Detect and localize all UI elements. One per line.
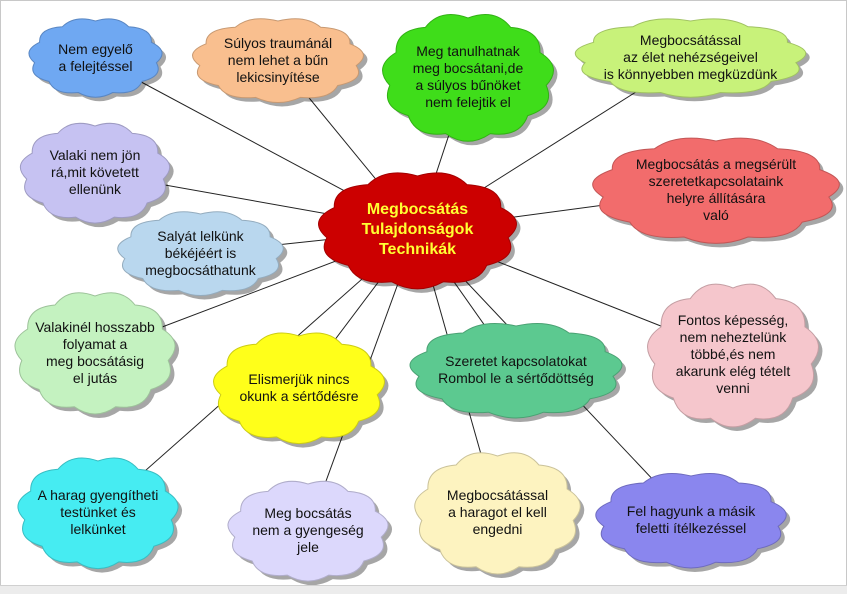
node-label: Súlyos traumánál nem lehet a bűn lekicsi… xyxy=(223,34,333,85)
central-node: Megbocsátás Tulajdonságok Technikák xyxy=(318,170,521,293)
node-important-ability: Fontos képesség, nem neheztelünk többé,é… xyxy=(647,282,823,431)
cloud-shape xyxy=(227,480,393,586)
node-let-go-anger: Megbocsátással a haragot el kell engedni xyxy=(414,450,585,579)
cloud-shape xyxy=(595,472,791,572)
node-label: Nem egyelő a felejtéssel xyxy=(58,40,133,74)
node-label: Valaki nem jön rá,mit követett ellenünk xyxy=(49,147,141,197)
cloud-body xyxy=(28,18,163,98)
cloud-shape xyxy=(117,211,288,300)
node-label: Fel hagyunk a másik feletti ítélkezéssel xyxy=(626,503,756,536)
cloud-shape xyxy=(574,18,810,102)
cloud-body xyxy=(414,452,581,575)
node-learn-to-forgive: Meg tanulhatnak meg bocsátani,de a súlyo… xyxy=(382,12,558,146)
node-restore-relationships: Megbocsátás a megsérült szeretetkapcsola… xyxy=(592,135,844,248)
node-label: Meg bocsátás nem a gyengeség jele xyxy=(252,505,364,555)
node-label: Fontos képesség, nem neheztelünk többé,é… xyxy=(675,312,791,396)
cloud-shape xyxy=(14,292,180,419)
cloud-body xyxy=(19,122,171,224)
node-longer-process: Valakinél hosszabb folyamat a meg bocsát… xyxy=(14,290,180,419)
horizontal-scrollbar[interactable] xyxy=(0,585,847,594)
cloud-shape xyxy=(213,332,389,448)
cloud-shape xyxy=(382,14,558,146)
cloud-body xyxy=(117,211,284,296)
node-severe-trauma: Súlyos traumánál nem lehet a bűn lekicsi… xyxy=(192,15,368,107)
cloud-body xyxy=(213,332,385,445)
cloud-shape xyxy=(17,457,183,573)
node-label: Salyát lelkünk békéjéért is megbocsáthat… xyxy=(145,227,256,278)
node-label: Valakinél hosszabb folyamat a meg bocsát… xyxy=(35,318,155,386)
cloud-body xyxy=(595,472,787,569)
cloud-body xyxy=(227,480,389,582)
node-anger-weakens: A harag gyengítheti testünket és lelkünk… xyxy=(17,455,183,573)
node-label: Elismerjük nincs okunk a sértődésre xyxy=(239,370,359,404)
node-resentment-destroys: Szeretet kapcsolatokat Rombol le a sértő… xyxy=(409,320,626,422)
central-cloud-shape xyxy=(318,172,521,293)
cloud-body xyxy=(382,14,554,142)
cloud-shape xyxy=(409,322,626,422)
cloud-body xyxy=(409,322,623,419)
node-peace-of-soul: Salyát lelkünk békéjéért is megbocsáthat… xyxy=(117,208,288,300)
node-no-reason-offense: Elismerjük nincs okunk a sértődésre xyxy=(213,330,389,448)
node-life-difficulties: Megbocsátással az élet nehézségeivel is … xyxy=(574,15,810,102)
central-node-label: Megbocsátás Tulajdonságok Technikák xyxy=(361,201,474,258)
cloud-shape xyxy=(192,18,368,107)
node-label: Megbocsátás a megsérült szeretetkapcsola… xyxy=(635,156,797,223)
node-label: Megbocsátással az élet nehézségeivel is … xyxy=(603,32,778,82)
cloud-shape xyxy=(647,283,823,431)
cloud-body xyxy=(574,18,807,98)
node-label: Szeretet kapcsolatokat Rombol le a sértő… xyxy=(438,353,594,386)
cloud-body xyxy=(647,283,819,428)
cloud-body xyxy=(17,457,179,570)
node-stop-judging: Fel hagyunk a másik feletti ítélkezéssel xyxy=(595,470,791,572)
node-not-realize: Valaki nem jön rá,mit követett ellenünk xyxy=(19,120,174,228)
node-label: Meg tanulhatnak meg bocsátani,de a súlyo… xyxy=(412,43,524,110)
cloud-body xyxy=(592,137,840,244)
cloud-body xyxy=(14,292,176,415)
node-label: A harag gyengítheti testünket és lelkünk… xyxy=(37,487,159,537)
cloud-shape xyxy=(28,18,167,102)
cloud-shape xyxy=(19,122,174,228)
cloud-body xyxy=(318,172,517,290)
cloud-shape xyxy=(592,137,844,248)
cloud-body xyxy=(192,18,364,103)
cloud-shape xyxy=(414,452,585,579)
node-not-forgetting: Nem egyelő a felejtéssel xyxy=(28,15,167,102)
node-not-weakness: Meg bocsátás nem a gyengeség jele xyxy=(227,478,393,586)
node-label: Megbocsátással a haragot el kell engedni xyxy=(446,487,549,537)
